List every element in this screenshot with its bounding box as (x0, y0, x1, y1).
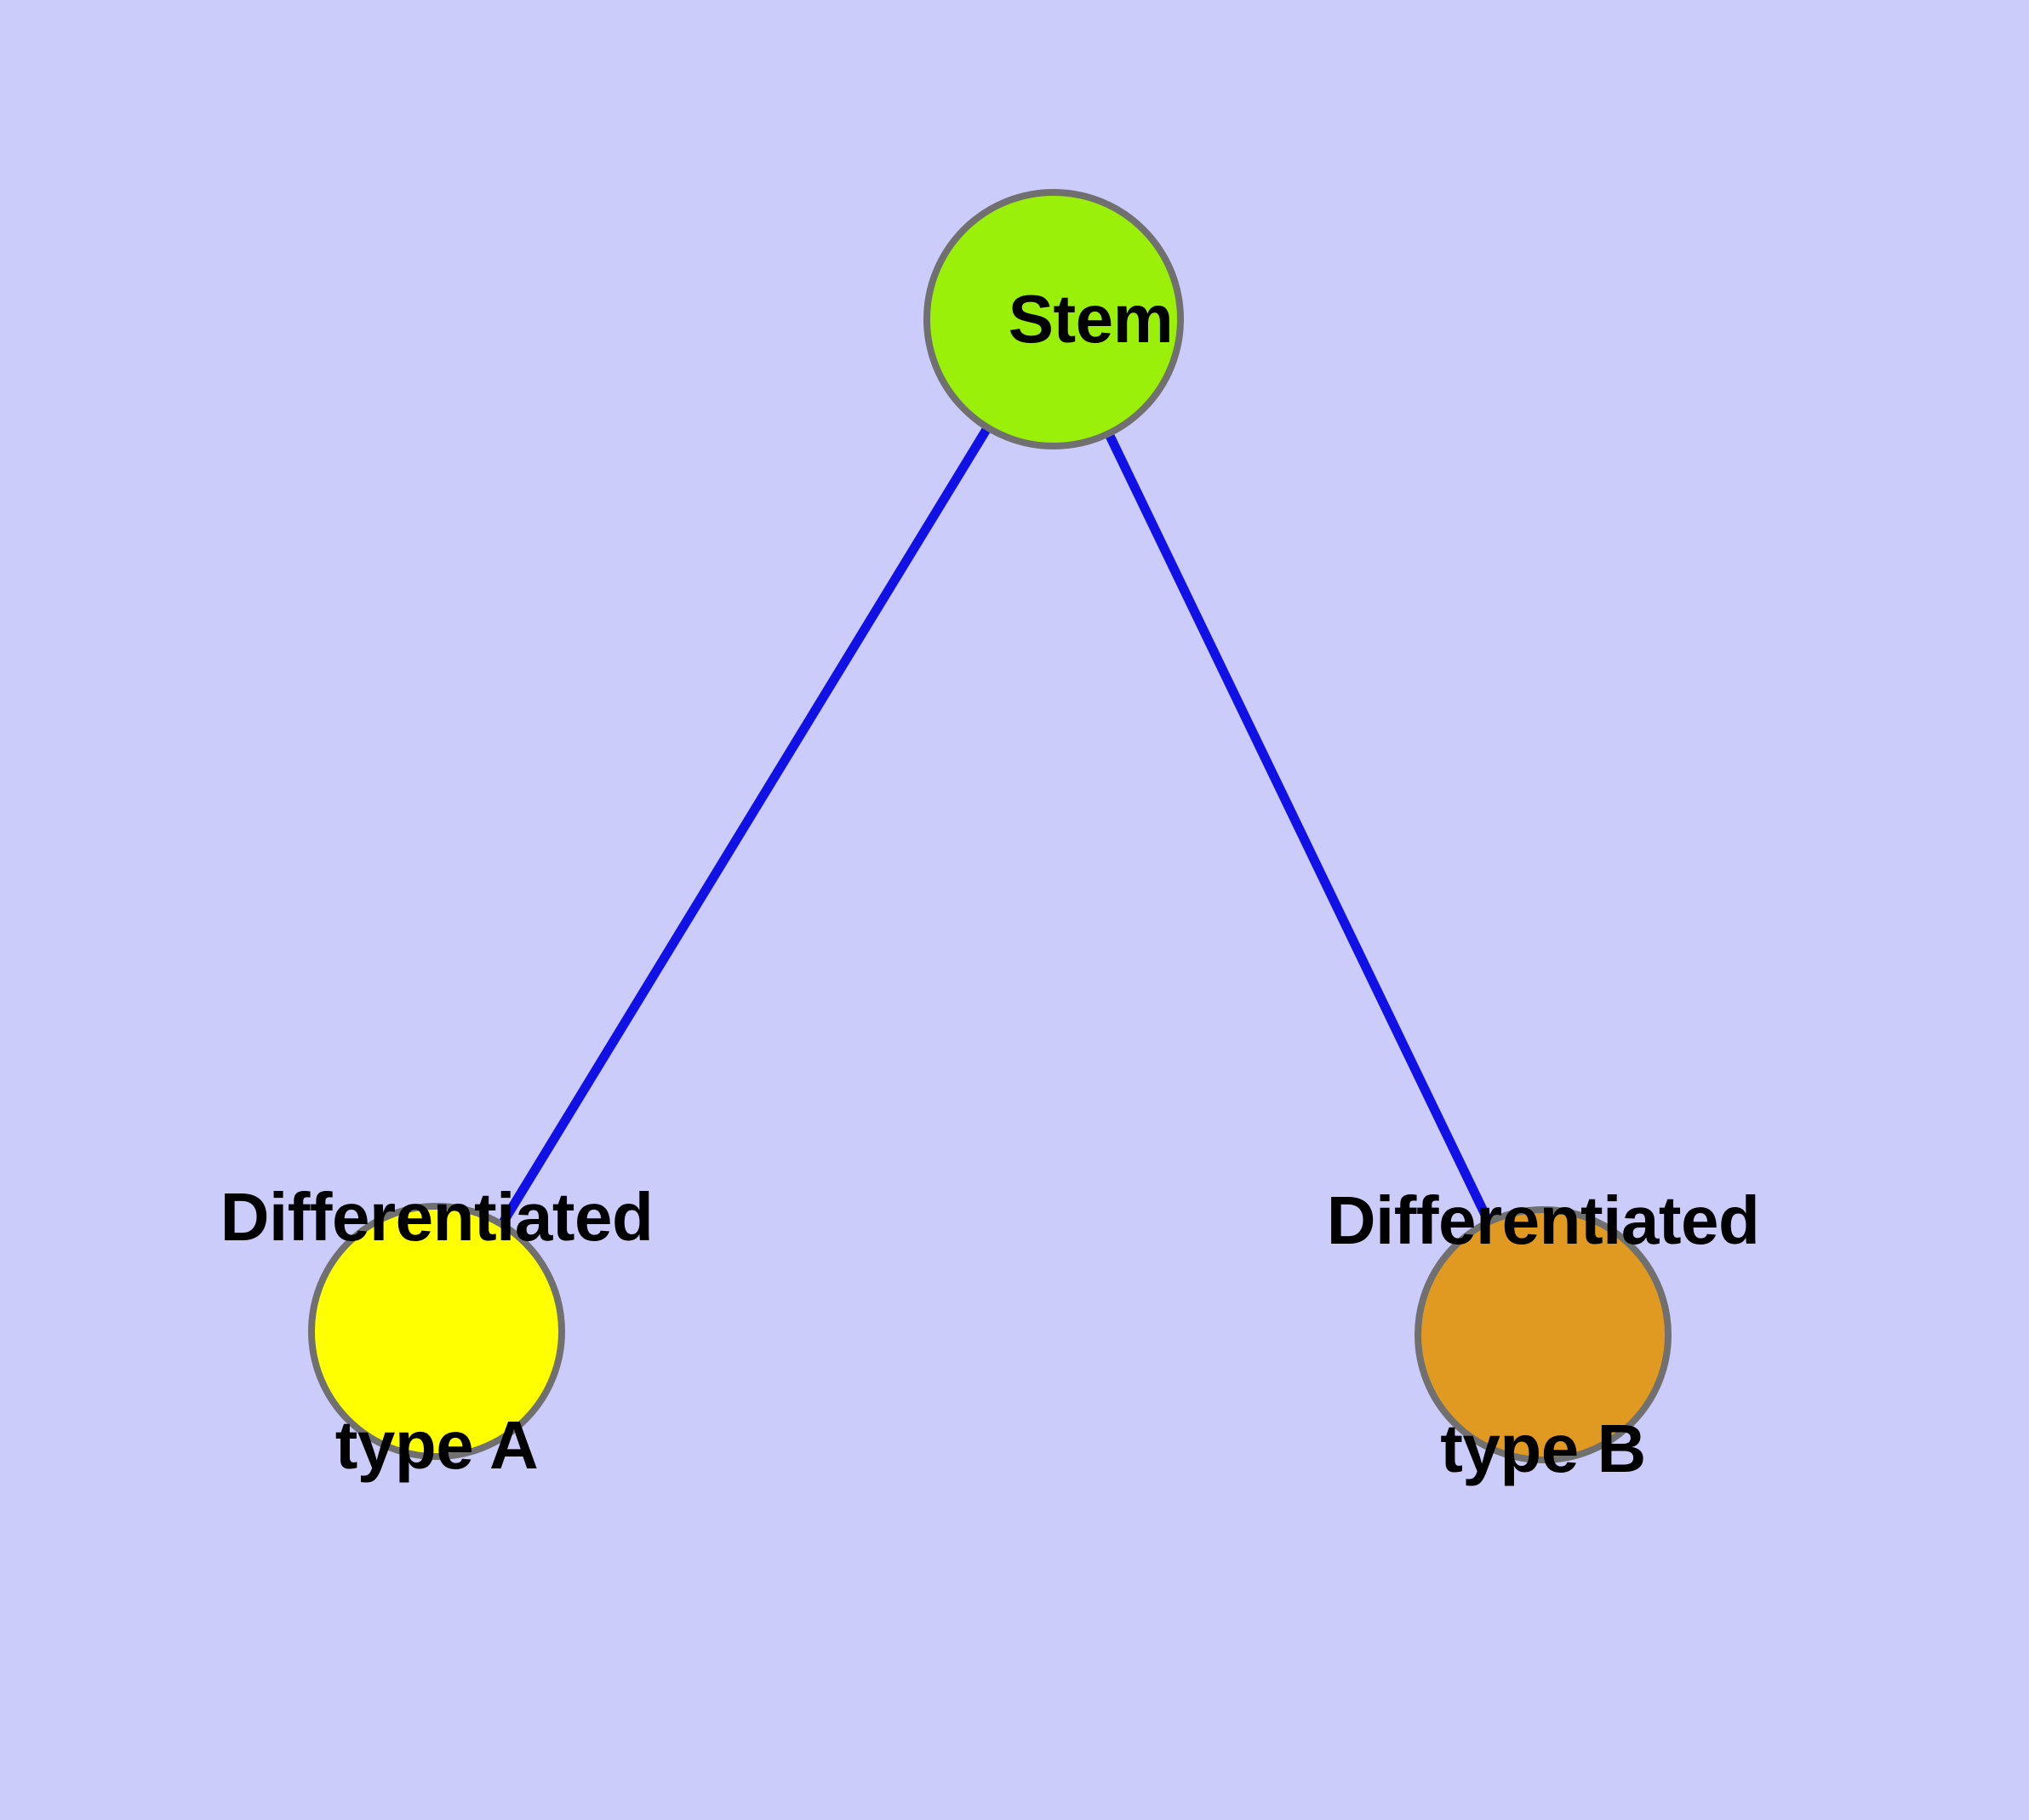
node-layer (308, 189, 1672, 1463)
node-differentiated-type-b[interactable] (1415, 1206, 1672, 1463)
edge-layer (497, 425, 1494, 1228)
edge-stem-to-differentiated-type-a (497, 425, 992, 1228)
edge-stem-to-differentiated-type-b (1104, 431, 1494, 1224)
node-differentiated-type-a[interactable] (308, 1203, 565, 1460)
node-stem[interactable] (923, 189, 1184, 449)
